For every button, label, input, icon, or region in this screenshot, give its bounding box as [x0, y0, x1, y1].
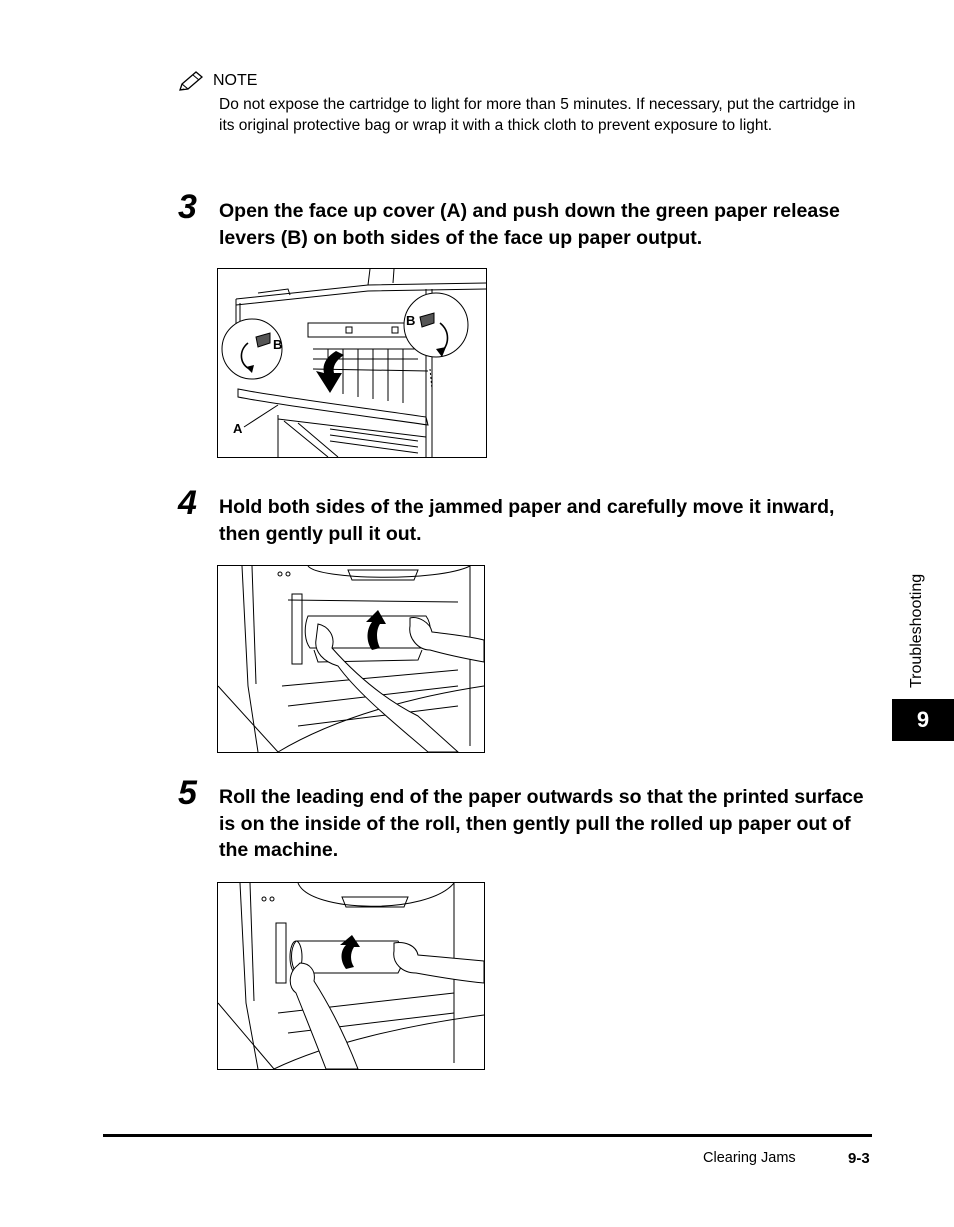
label-b-right: B: [406, 313, 415, 328]
footer-section-title: Clearing Jams: [703, 1150, 796, 1166]
step-number: 4: [178, 484, 197, 522]
section-tab-label: Troubleshooting: [898, 560, 938, 690]
figure-pull-rolled-paper: [217, 882, 485, 1070]
step-instruction: Hold both sides of the jammed paper and …: [219, 496, 835, 545]
footer-rule: [103, 1134, 872, 1137]
section-tab-text: Troubleshooting: [908, 573, 925, 688]
note-label: NOTE: [213, 72, 258, 89]
label-b-left: B: [273, 337, 282, 352]
page-number: 9-3: [848, 1150, 870, 1167]
pencil-note-icon: [178, 70, 206, 92]
label-a: A: [233, 421, 243, 436]
figure-move-paper-inward: [217, 565, 485, 753]
step-number: 5: [178, 774, 197, 812]
step-instruction: Roll the leading end of the paper outwar…: [219, 786, 864, 861]
note-text: Do not expose the cartridge to light for…: [219, 96, 856, 134]
step-number: 3: [178, 188, 197, 226]
step-instruction: Open the face up cover (A) and push down…: [219, 200, 840, 249]
figure-open-face-up-cover: B B A: [217, 268, 487, 458]
chapter-number-tab: 9: [892, 699, 954, 741]
